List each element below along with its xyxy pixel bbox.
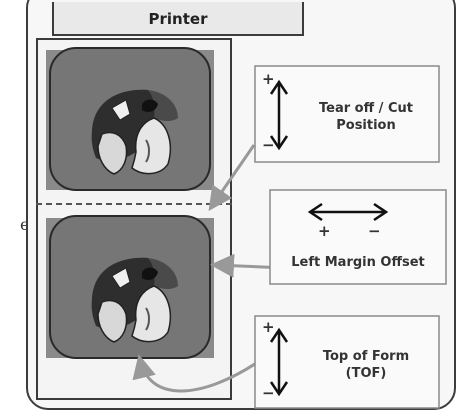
tear-off-minus-sign: − [262,136,275,154]
tear-off-label-line2: Position [336,118,396,133]
double-arrow-horizontal-icon [307,202,389,222]
left-margin-minus-sign: − [368,222,381,240]
tape-roll-icon [46,47,214,191]
tof-minus-sign: − [262,384,275,402]
printer-tab[interactable]: Printer [52,2,304,36]
cut-line [36,203,232,205]
tear-off-callout-box [254,65,440,163]
left-margin-plus-sign: + [318,222,331,240]
tof-connector-arrow [132,354,259,393]
tear-off-label: Tear off / Cut Position [296,100,436,134]
printer-tab-label: Printer [148,10,208,28]
left-margin-label: Left Margin Offset [291,255,425,270]
tear-off-label-line1: Tear off / Cut [319,101,413,116]
left-margin-callout-box [269,189,447,285]
tape-roll-icon [46,215,214,359]
tof-plus-sign: + [262,318,275,336]
tear-off-plus-sign: + [262,70,275,88]
tof-label-line1: Top of Form [322,349,410,364]
tof-callout-box [254,315,440,409]
cropped-text-fragment: e [20,215,30,234]
double-arrow-vertical-icon [269,327,289,397]
tof-label-line2: (TOF) [345,366,387,381]
tear-off-connector-arrow [208,144,256,211]
tof-label: Top of Form (TOF) [296,348,436,382]
double-arrow-vertical-icon [269,79,289,151]
